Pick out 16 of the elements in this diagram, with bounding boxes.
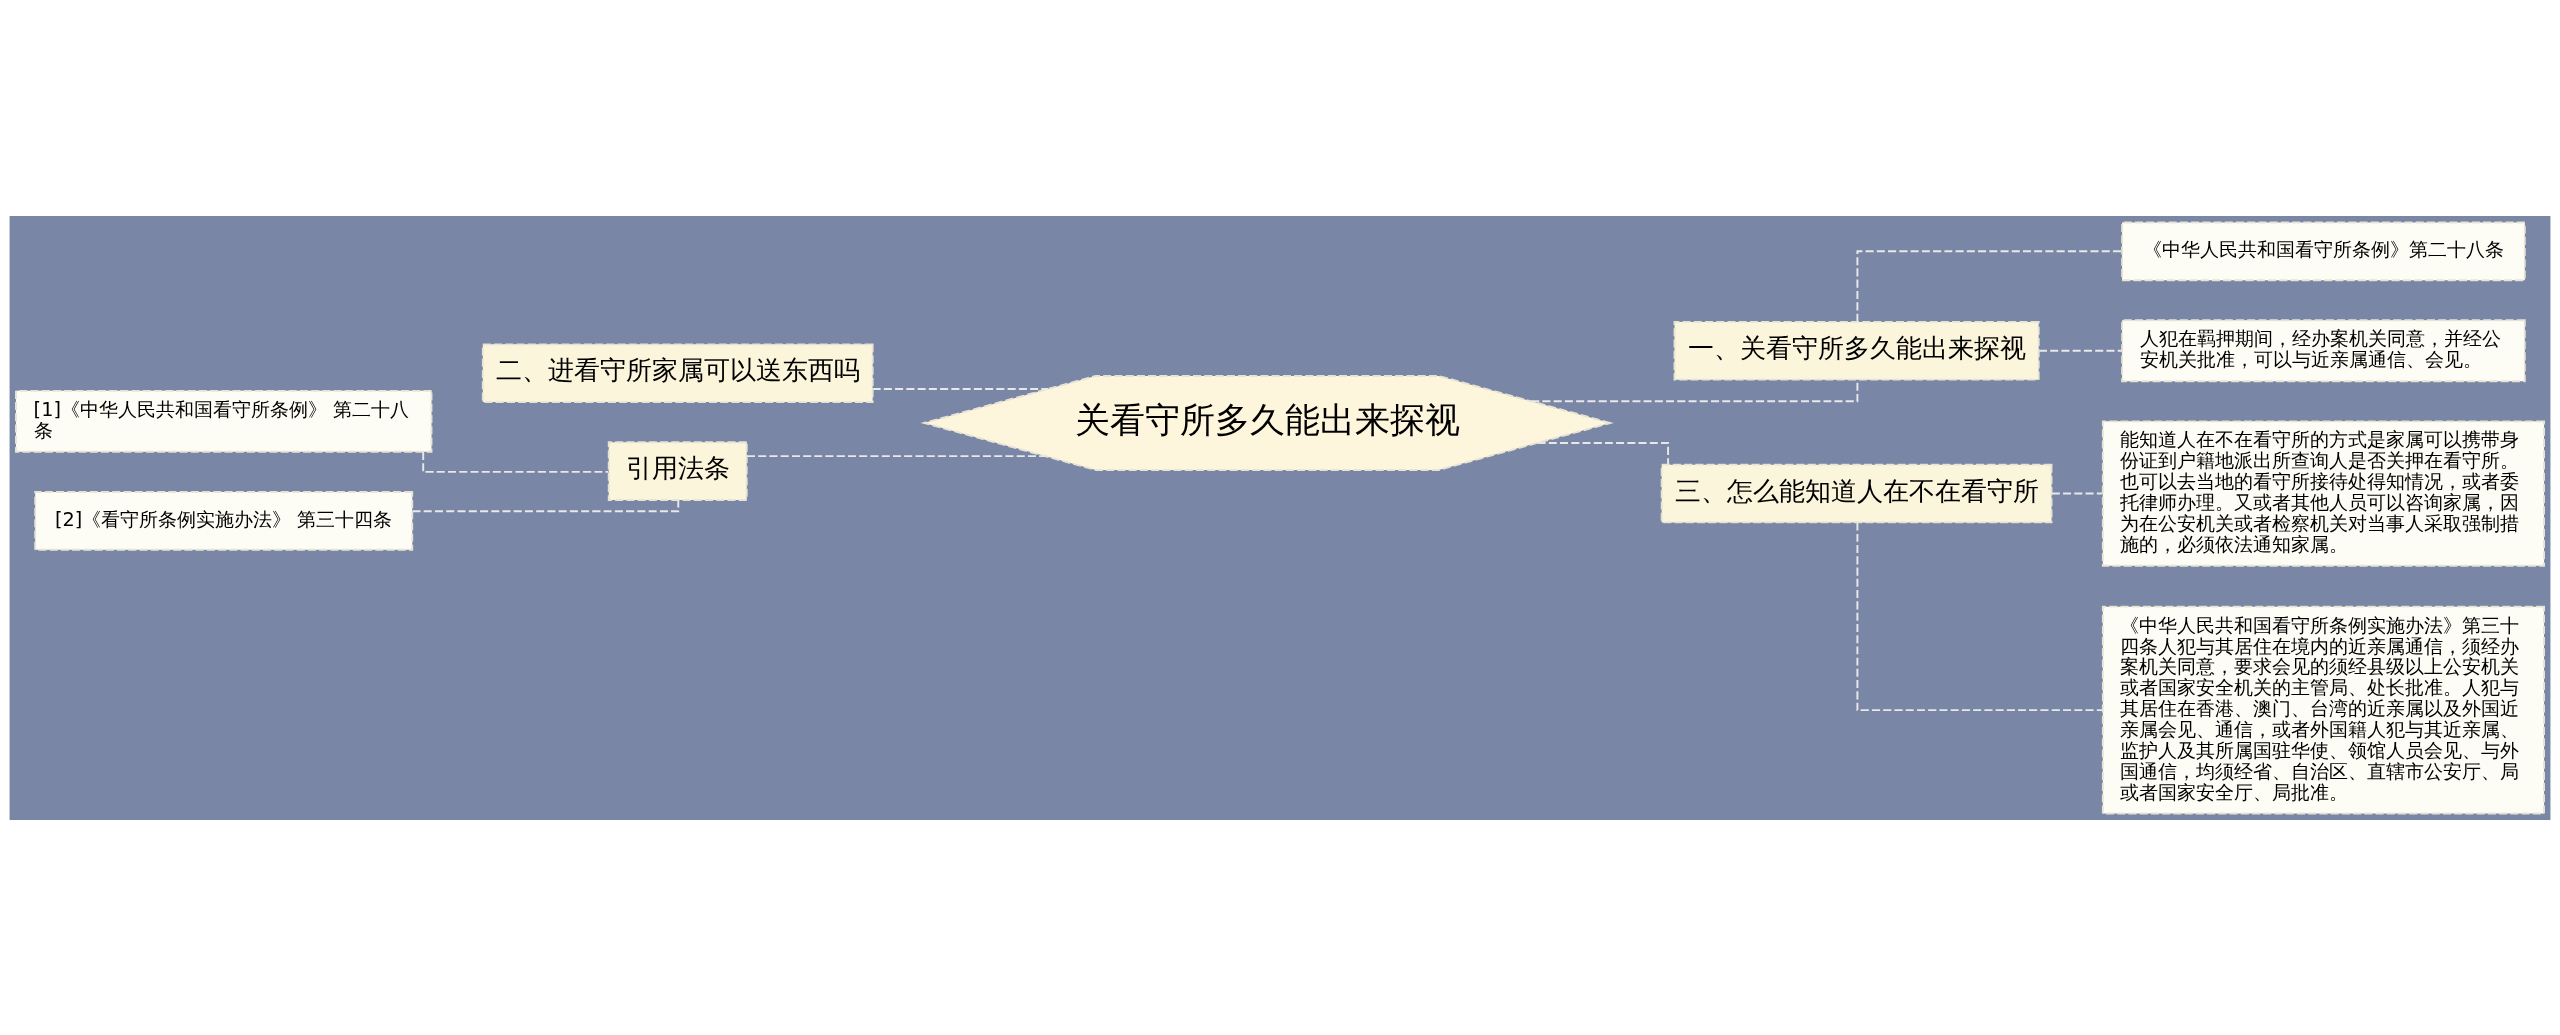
node-box: 三、怎么能知道人在不在看守所	[1660, 463, 2053, 523]
connector	[2050, 492, 2104, 494]
node-box: 能知道人在不在看守所的方式是家属可以携带身份证到户籍地派出所查询人是否关押在看守所。也可以去当地的看守所接待处得知情况，或者委托律师办理。又或者其他人员可以咨询家属，因为在公安机关或者检察机关对当事人采取强制措施的，必须依法通知家属。	[2101, 419, 2545, 567]
connector	[871, 387, 1050, 390]
connector	[2038, 349, 2123, 352]
node-box: 人犯在羁押期间，经办案机关同意，并经公安机关批准，可以与近亲属通信、会见。	[2121, 318, 2526, 382]
node-box: 二、进看守所家属可以送东西吗	[481, 342, 874, 403]
node-box: 《中华人民共和国看守所条例实施办法》第三十四条人犯与其居住在境内的近亲属通信，须经办案机关同意，要求会见的须经县级以上公安机关或者国家安全机关的主管局、处长批准。人犯与其居住在香港、澳门、台湾的近亲属以及外国近亲属会见、通信，或者外国籍人犯与其近亲属、监护人及其所属国驻华使、领馆人员会见、与外国通信，均须经省、自治区、直辖市公安厅、局或者国家安全厅、局批准。	[2101, 605, 2545, 815]
node-box: [2]《看守所条例实施办法》 第三十四条	[34, 490, 414, 551]
connector	[1856, 249, 2123, 322]
node-box: 一、关看守所多久能出来探视	[1673, 320, 2040, 381]
connector	[746, 454, 1047, 457]
node-box: 《中华人民共和国看守所条例》第二十八条	[2121, 220, 2526, 281]
connector	[1856, 521, 2104, 711]
node-box: 引用法条	[607, 440, 748, 501]
node-box: [1]《中华人民共和国看守所条例》 第二十八条	[15, 389, 433, 453]
